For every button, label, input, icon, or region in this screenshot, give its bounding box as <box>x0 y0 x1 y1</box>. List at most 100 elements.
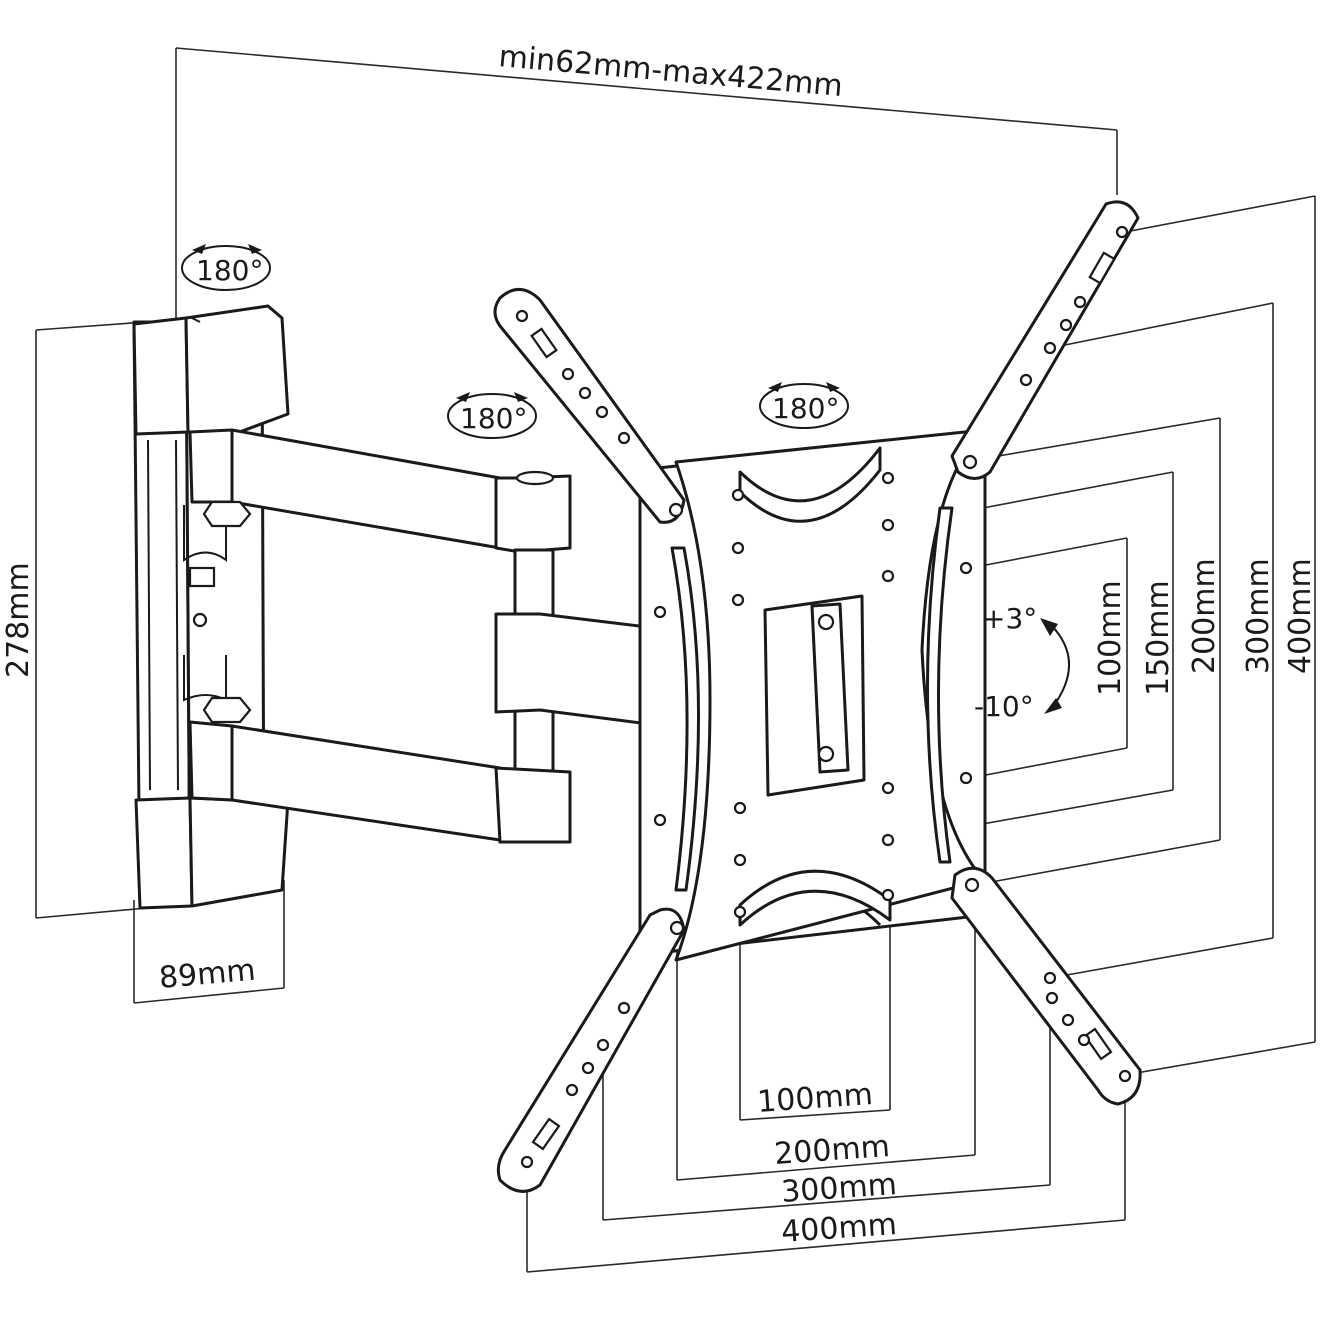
pivot-lower <box>513 708 555 780</box>
arm-hole <box>1061 1013 1075 1027</box>
arm-swivel-arrow-left-icon <box>456 392 470 402</box>
upper-arm-joint <box>188 428 234 504</box>
upper-elbow <box>494 474 572 554</box>
vesa-v200-label: 200mm <box>1187 558 1222 674</box>
bottom-cap-front <box>134 796 194 910</box>
wall-swivel-arrow-left-icon <box>192 244 206 254</box>
top-cap-side <box>184 304 290 436</box>
tilt-arc <box>1047 621 1071 709</box>
lower-elbow <box>494 766 572 844</box>
h300-dim-line <box>602 1184 1051 1221</box>
arm-hole <box>1019 373 1033 387</box>
arm-top-left-slot <box>530 327 558 359</box>
arm-hole <box>617 431 631 445</box>
bracket-bolt-top <box>817 613 835 631</box>
plate-rotation-ellipse <box>759 383 849 429</box>
vesa-h400-label: 400mm <box>780 1207 898 1250</box>
arm-hole <box>1118 1069 1132 1083</box>
height-label: 278mm <box>1 562 36 678</box>
wall-plate-inner-line <box>175 439 179 791</box>
tilt-up-arrow-icon <box>1040 618 1058 636</box>
vesa-h200-label: 200mm <box>773 1129 891 1172</box>
v100-ext-top <box>969 537 1128 569</box>
arm-hole <box>1059 318 1073 332</box>
wall-swivel-ellipse <box>181 245 271 291</box>
left-curved-slot <box>670 546 701 892</box>
v300-ext-top <box>1049 302 1274 349</box>
vesa-hole <box>881 888 895 902</box>
arm-hole <box>1077 1033 1091 1047</box>
vesa-hole <box>731 541 745 555</box>
top-cap-line <box>191 317 201 323</box>
wall-swivel-label: 180° <box>196 254 263 287</box>
plate-rotation-label: 180° <box>772 392 839 425</box>
wall-plate-hole <box>192 612 208 628</box>
depth-dim-line <box>175 47 1118 131</box>
arm-hole <box>578 386 592 400</box>
arm-hole <box>1073 295 1087 309</box>
bracket-bolt-bottom <box>817 745 835 763</box>
vesa-h300-label: 300mm <box>780 1167 898 1210</box>
arm-hole <box>515 309 529 323</box>
center-bracket-rail <box>810 602 850 774</box>
arm-top-right <box>950 200 1140 480</box>
wall-plate-slot <box>188 566 216 588</box>
vesa-plate <box>638 428 987 962</box>
arm-hole <box>520 1155 534 1169</box>
wall-plate-keyhole-top <box>183 505 227 562</box>
vesa-extension-arms <box>493 200 1142 1193</box>
v100-ext-bottom <box>969 747 1128 779</box>
arm-hole <box>964 877 980 893</box>
vesa-hole <box>653 813 667 827</box>
arm-hole <box>581 1061 595 1075</box>
v400-ext-bottom <box>1124 1041 1316 1076</box>
tilt-down-label: -10° <box>974 690 1034 723</box>
vesa-hole <box>881 471 895 485</box>
vesa-hole <box>733 801 747 815</box>
vesa-hole <box>731 488 745 502</box>
pivot-upper <box>513 548 555 620</box>
arm-bottom-left <box>496 907 686 1193</box>
right-curved-slot <box>926 506 954 864</box>
upper-arm <box>230 428 502 550</box>
vesa-v150-label: 150mm <box>1141 580 1176 696</box>
tilt-up-label: +3° <box>982 602 1037 635</box>
h200-dim-line <box>676 1154 976 1181</box>
arm-hole <box>1043 341 1057 355</box>
arm-swivel-ellipse <box>447 393 537 439</box>
plate-rotation-arrow-left-icon <box>768 382 782 392</box>
upper-elbow-cap <box>515 470 555 486</box>
h400-dim-line <box>526 1219 1126 1273</box>
arm-hole <box>565 1083 579 1097</box>
rotation-marks <box>181 244 1071 714</box>
arm-hole <box>561 367 575 381</box>
arm-hole <box>617 1001 631 1015</box>
vesa-hole <box>881 569 895 583</box>
arm-hole <box>595 405 609 419</box>
vesa-hole <box>653 605 667 619</box>
swing-arms <box>188 428 682 844</box>
plate-rotation-arrow-right-icon <box>826 382 840 392</box>
arm-hole <box>962 454 978 470</box>
wall-plate <box>132 304 290 910</box>
depth-label: min62mm-max422mm <box>497 39 844 104</box>
vesa-hole <box>733 853 747 867</box>
vesa-v400-label: 400mm <box>1283 558 1318 674</box>
vesa-hole <box>731 593 745 607</box>
arm-hole <box>1115 225 1129 239</box>
arm-hole <box>1043 971 1057 985</box>
arm-swivel-label: 180° <box>460 402 527 435</box>
vesa-v100-label: 100mm <box>1093 580 1128 696</box>
arm-swivel-arrow-right-icon <box>514 392 528 402</box>
wall-plate-edge-line <box>147 439 151 791</box>
vesa-holes <box>653 471 973 919</box>
vesa-hole <box>959 771 973 785</box>
arm-hole <box>596 1038 610 1052</box>
rotation-labels: 180° 180° 180° +3° -10° <box>196 254 1037 723</box>
dimension-lines <box>35 47 1316 1273</box>
h100-dim-line <box>739 1109 891 1121</box>
lower-nut <box>202 696 252 724</box>
vesa-hole <box>959 561 973 575</box>
